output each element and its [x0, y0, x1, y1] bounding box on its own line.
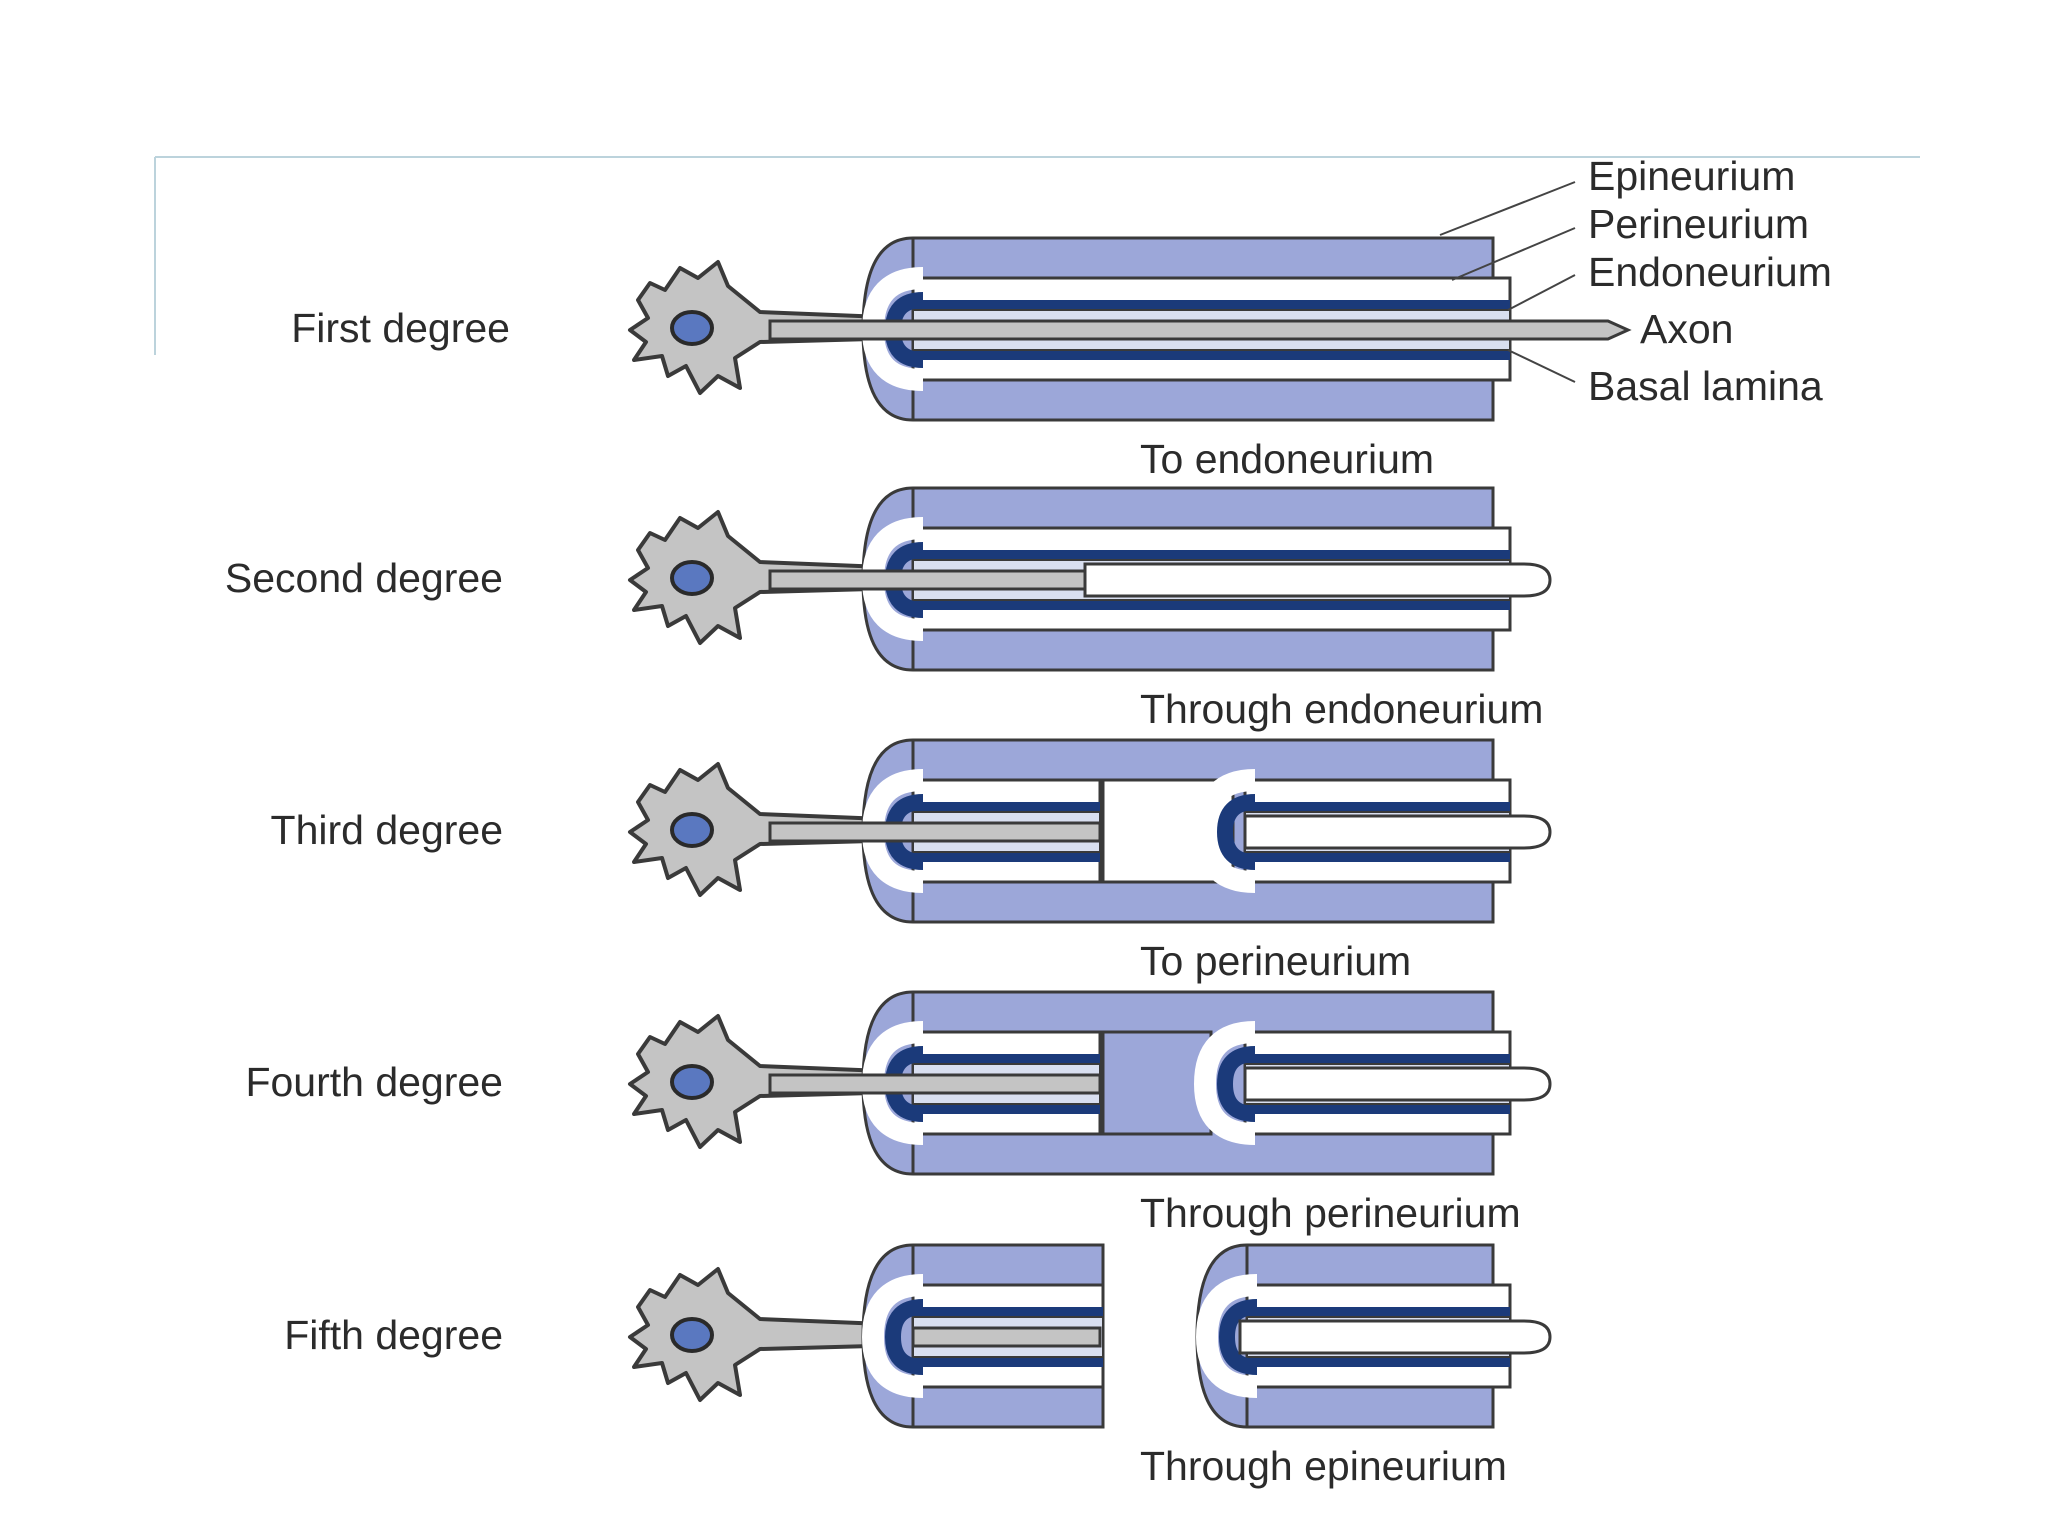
part-labels: Epineurium Perineurium Endoneurium Axon … — [1439, 153, 1832, 409]
axon — [768, 319, 1632, 341]
caption-second: Through endoneurium — [1140, 686, 1543, 732]
axon — [768, 1073, 1102, 1095]
row-label-second: Second degree — [225, 555, 503, 601]
endoneurium-curve — [1218, 1299, 1258, 1375]
nerve-segment — [768, 990, 1552, 1176]
distal-tube — [1238, 1319, 1552, 1355]
caption-third: To perineurium — [1140, 938, 1411, 984]
endoneurium-curve — [1216, 1046, 1256, 1122]
scar-gap — [1101, 1030, 1213, 1136]
row-label-fifth: Fifth degree — [284, 1312, 503, 1358]
caption-fourth: Through perineurium — [1140, 1190, 1521, 1236]
basal-lamina-label: Basal lamina — [1588, 363, 1823, 409]
basal-lamina-leader — [1507, 349, 1576, 383]
distal-tube — [1243, 1066, 1552, 1102]
nerve-segment — [768, 486, 1552, 672]
axon — [768, 569, 1087, 591]
perineurium-curve — [1193, 769, 1256, 893]
epineurium-leader — [1439, 181, 1576, 236]
perineurium-leader — [1451, 227, 1576, 281]
epineurium-label: Epineurium — [1588, 153, 1795, 199]
nerve-segment — [768, 236, 1632, 422]
distal-tube — [1243, 814, 1552, 850]
nerve-segment — [861, 1243, 1552, 1429]
perineurium-label: Perineurium — [1588, 201, 1809, 247]
axon — [768, 821, 1102, 843]
row-label-first: First degree — [291, 305, 510, 351]
endoneurium-label: Endoneurium — [1588, 249, 1832, 295]
row-label-fourth: Fourth degree — [245, 1059, 503, 1105]
caption-fifth: Through epineurium — [1140, 1443, 1507, 1489]
perineurium-curve — [1195, 1274, 1258, 1398]
distal-tube — [1083, 562, 1552, 598]
row-label-third: Third degree — [271, 807, 503, 853]
nerve-segment — [768, 738, 1552, 924]
perineurium-curve — [1193, 1021, 1256, 1145]
axon-label: Axon — [1640, 306, 1733, 352]
endoneurium-curve — [884, 1299, 924, 1375]
endoneurium-curve — [1216, 794, 1256, 870]
row-first-degree: First degree To endoneurium — [291, 236, 1632, 482]
axon — [911, 1326, 1102, 1348]
row-third-degree: Third degree To perineurium — [271, 738, 1552, 984]
caption-first: To endoneurium — [1140, 436, 1434, 482]
perineurium-curve — [861, 1274, 924, 1398]
endoneurium-leader — [1507, 274, 1576, 311]
